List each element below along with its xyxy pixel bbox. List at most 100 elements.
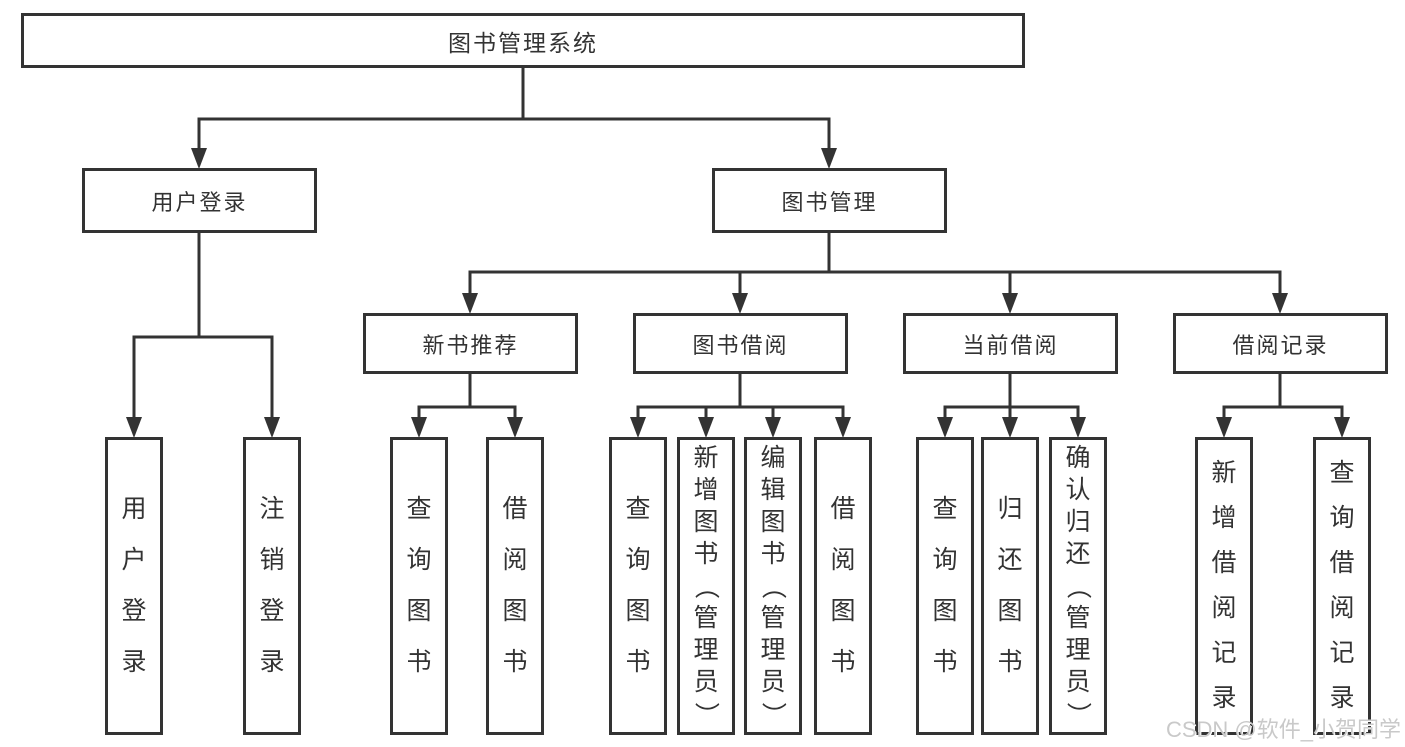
node-label-char: （ <box>759 573 788 599</box>
arrowhead <box>698 417 714 438</box>
node-label-char: 书 <box>760 539 786 568</box>
node-leaf-cb-query-books: 查询图书 <box>916 437 974 735</box>
arrowhead <box>191 148 207 169</box>
arrowhead <box>765 417 781 438</box>
connector-group-4 <box>630 374 851 438</box>
node-label-char: 书 <box>406 648 432 676</box>
connector-group-6 <box>1216 374 1350 438</box>
csdn-watermark: CSDN @软件_小贺同学 <box>1165 717 1401 742</box>
node-label-char: 管 <box>1065 603 1091 632</box>
node-label-char: 销 <box>259 546 285 574</box>
arrowhead <box>411 417 427 438</box>
node-book-management: 图书管理 <box>712 168 947 233</box>
node-label-char: 查 <box>932 495 958 523</box>
node-label-char: 询 <box>406 546 432 574</box>
node-current-borrow: 当前借阅 <box>903 313 1118 374</box>
node-label-char: （ <box>692 573 721 599</box>
node-label-char: 阅 <box>502 546 528 574</box>
node-label: 用户登录 <box>151 189 248 215</box>
node-label: 图书借阅 <box>692 332 789 358</box>
arrowhead <box>732 293 748 314</box>
node-root: 图书管理系统 <box>21 13 1025 68</box>
node-label-char: 借 <box>830 495 856 523</box>
node-leaf-bb-edit-books: 编辑图书（管理员） <box>744 437 802 735</box>
node-label-char: 辑 <box>760 475 786 504</box>
node-label-char: 新 <box>1211 459 1237 487</box>
arrowhead <box>937 417 953 438</box>
connector-group-2 <box>462 233 1288 314</box>
node-label-char: 录 <box>259 648 285 676</box>
node-label-char: 书 <box>830 648 856 676</box>
node-new-book-recommend: 新书推荐 <box>363 313 578 374</box>
node-leaf-nbr-borrow-books: 借阅图书 <box>486 437 544 735</box>
node-label-char: 录 <box>1329 684 1355 712</box>
node-label-char: 归 <box>1065 507 1091 536</box>
arrowhead <box>126 417 142 438</box>
node-label-char: 书 <box>693 539 719 568</box>
arrowhead <box>462 293 478 314</box>
node-label-char: 阅 <box>1329 594 1355 622</box>
node-label-char: ） <box>1064 701 1093 727</box>
node-label-char: 询 <box>1329 504 1355 532</box>
node-label-char: 阅 <box>1211 594 1237 622</box>
node-label-char: 记 <box>1211 639 1237 667</box>
node-label-char: 图 <box>932 597 958 625</box>
arrowhead <box>1334 417 1350 438</box>
node-label-char: 图 <box>693 507 719 536</box>
node-label-char: 阅 <box>830 546 856 574</box>
node-leaf-nbr-query-books: 查询图书 <box>390 437 448 735</box>
node-label-char: 增 <box>693 475 719 504</box>
node-label-char: 理 <box>1065 635 1091 664</box>
node-leaf-cb-return-books: 归还图书 <box>981 437 1039 735</box>
node-label-char: 图 <box>760 507 786 536</box>
node-label-char: 确 <box>1065 443 1091 472</box>
node-leaf-logout: 注销登录 <box>243 437 301 735</box>
connector-group-0 <box>191 68 837 169</box>
node-leaf-user-login: 用户登录 <box>105 437 163 735</box>
node-leaf-bb-add-books: 新增图书（管理员） <box>677 437 735 735</box>
node-label-char: 书 <box>932 648 958 676</box>
node-label-char: 管 <box>760 603 786 632</box>
node-leaf-bb-query-books: 查询图书 <box>609 437 667 735</box>
node-label-char: 录 <box>121 648 147 676</box>
arrowhead <box>1002 293 1018 314</box>
node-label-char: 增 <box>1211 504 1237 532</box>
node-leaf-cb-confirm: 确认归还（管理员） <box>1049 437 1107 735</box>
node-leaf-bb-borrow-books: 借阅图书 <box>814 437 872 735</box>
arrowhead <box>835 417 851 438</box>
node-label: 借阅记录 <box>1232 332 1329 358</box>
node-label-char: 注 <box>259 495 285 523</box>
node-label-char: ） <box>759 701 788 727</box>
node-label-char: 员 <box>760 667 786 696</box>
node-label-char: 登 <box>121 597 147 625</box>
node-label: 当前借阅 <box>962 332 1059 358</box>
node-label-char: 查 <box>625 495 651 523</box>
node-label-char: 登 <box>259 597 285 625</box>
node-label-char: 书 <box>997 648 1023 676</box>
node-label-char: 认 <box>1065 475 1091 504</box>
node-label-char: 理 <box>760 635 786 664</box>
node-label-char: 图 <box>406 597 432 625</box>
connector-group-1 <box>126 233 280 438</box>
arrowhead <box>264 417 280 438</box>
node-label-char: 还 <box>997 546 1023 574</box>
node-label-char: 户 <box>121 546 147 574</box>
node-label-char: 记 <box>1329 639 1355 667</box>
node-label-char: 员 <box>693 667 719 696</box>
node-label-char: 图 <box>997 597 1023 625</box>
node-label-char: 借 <box>1211 549 1237 577</box>
node-label-char: 查 <box>406 495 432 523</box>
node-book-borrow: 图书借阅 <box>633 313 848 374</box>
node-label-char: 归 <box>997 495 1023 523</box>
connector-group-3 <box>411 374 523 438</box>
arrowhead <box>1070 417 1086 438</box>
node-user-login: 用户登录 <box>82 168 317 233</box>
node-label-char: 管 <box>693 603 719 632</box>
node-label-char: 图 <box>625 597 651 625</box>
node-label-char: 用 <box>121 495 147 523</box>
node-label-char: 录 <box>1211 684 1237 712</box>
node-label-char: 借 <box>1329 549 1355 577</box>
arrowhead <box>1272 293 1288 314</box>
